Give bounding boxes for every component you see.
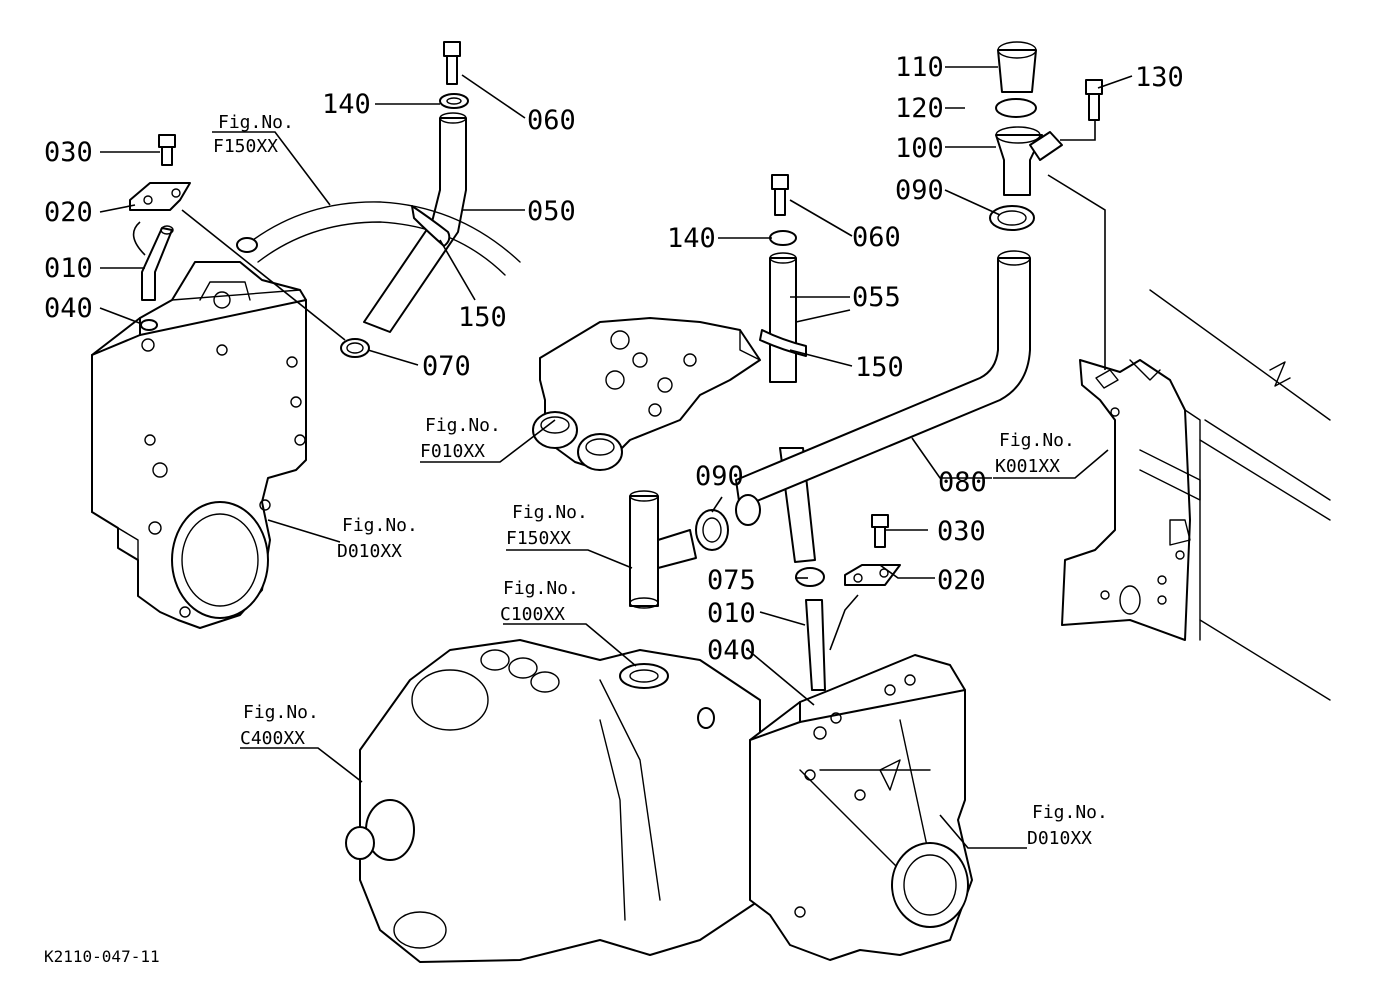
right-bolt-030: [871, 514, 889, 548]
small-clamp-left: [236, 237, 258, 253]
mid-band-150: [759, 329, 807, 357]
fig-ref-f010xx: Fig.No. F010XX: [420, 415, 501, 462]
fig-label: Fig.No.: [512, 502, 588, 523]
callout-140-top: 140: [322, 89, 371, 120]
fig-ref-d010xx-left: Fig.No. D010XX: [337, 515, 418, 562]
fig-label: Fig.No.: [503, 578, 579, 599]
callout-060-top: 060: [527, 105, 576, 136]
callout-020-left: 020: [44, 197, 93, 228]
fig-label: Fig.No.: [342, 515, 418, 536]
right-frame-k001xx: [1061, 289, 1331, 701]
callout-100: 100: [895, 133, 944, 164]
callout-010-right: 010: [707, 598, 756, 629]
mid-bolt-060: [771, 174, 789, 216]
left-assembly-arrow: [132, 221, 146, 256]
mid-support-bracket: [532, 317, 761, 471]
fig-code: K001XX: [995, 456, 1060, 477]
right-clamp-075: [795, 567, 825, 587]
bolt-130: [1085, 79, 1103, 121]
left-pipe-010: [141, 225, 174, 301]
left-oring-040: [140, 319, 158, 331]
top-band-150: [411, 205, 451, 247]
fig-label: Fig.No.: [218, 112, 294, 133]
callout-090-top: 090: [895, 175, 944, 206]
fig-ref-c400xx: Fig.No. C400XX: [240, 702, 319, 749]
callout-040-left: 040: [44, 293, 93, 324]
clamp-090-mid: [695, 509, 729, 551]
top-hose-050: [363, 112, 467, 333]
fig-label: Fig.No.: [1032, 802, 1108, 823]
callout-030-right: 030: [937, 516, 986, 547]
top-bolt-060: [443, 41, 461, 85]
callout-080: 080: [938, 467, 987, 498]
callout-150-top: 150: [458, 302, 507, 333]
ring-120: [995, 98, 1037, 118]
fig-label: Fig.No.: [243, 702, 319, 723]
vertical-hose-055: [769, 252, 816, 563]
left-bolt-030: [158, 134, 176, 166]
callout-090-mid: 090: [695, 461, 744, 492]
fig-code: F150XX: [506, 528, 571, 549]
callout-040-right: 040: [707, 635, 756, 666]
fig-code: F150XX: [213, 136, 278, 157]
fig-ref-f150xx-mid: Fig.No. F150XX: [506, 502, 588, 549]
fig-code: C400XX: [240, 728, 305, 749]
fig-ref-d010xx-right: Fig.No. D010XX: [1027, 802, 1108, 849]
right-assembly-arrow: [829, 594, 859, 651]
callout-075: 075: [707, 565, 756, 596]
callout-050: 050: [527, 196, 576, 227]
fig-code: F010XX: [420, 441, 485, 462]
big-hose-080: [735, 250, 1031, 526]
mid-clamp-140: [769, 230, 797, 246]
clamp-070: [340, 338, 370, 358]
leader-lines: [99, 66, 1133, 849]
fig-ref-k001xx: Fig.No. K001XX: [995, 430, 1075, 477]
filler-neck-100: [995, 126, 1063, 196]
fig-ref-c100xx: Fig.No. C100XX: [500, 578, 579, 625]
callout-140-mid: 140: [667, 223, 716, 254]
left-gear-case-housing: [91, 261, 307, 629]
boss-c100xx: [619, 663, 669, 689]
callout-070: 070: [422, 351, 471, 382]
callout-110: 110: [895, 52, 944, 83]
fig-ref-f150xx-top: Fig.No. F150XX: [213, 112, 294, 157]
fig-code: C100XX: [500, 604, 565, 625]
callout-120: 120: [895, 93, 944, 124]
diagram-id: K2110-047-11: [44, 947, 160, 966]
transmission-case-c400xx: [345, 639, 761, 963]
callout-010-left: 010: [44, 253, 93, 284]
tee-pipe-f150xx: [629, 490, 697, 609]
fig-label: Fig.No.: [425, 415, 501, 436]
callout-150-mid: 150: [855, 352, 904, 383]
right-gear-case-housing: [749, 654, 973, 961]
fig-label: Fig.No.: [999, 430, 1075, 451]
callout-060-mid: 060: [852, 222, 901, 253]
top-clamp-140: [439, 93, 469, 109]
right-pipe-010: [805, 599, 826, 691]
fig-code: D010XX: [337, 541, 402, 562]
callout-055: 055: [852, 282, 901, 313]
hose-f150xx-top: [239, 201, 521, 276]
fig-code: D010XX: [1027, 828, 1092, 849]
left-bracket-020: [129, 182, 191, 211]
callout-030-left: 030: [44, 137, 93, 168]
callout-130: 130: [1135, 62, 1184, 93]
clamp-090-top: [989, 205, 1035, 231]
right-bracket-020: [844, 564, 901, 586]
callout-020-right: 020: [937, 565, 986, 596]
filler-cap-110: [997, 41, 1037, 93]
